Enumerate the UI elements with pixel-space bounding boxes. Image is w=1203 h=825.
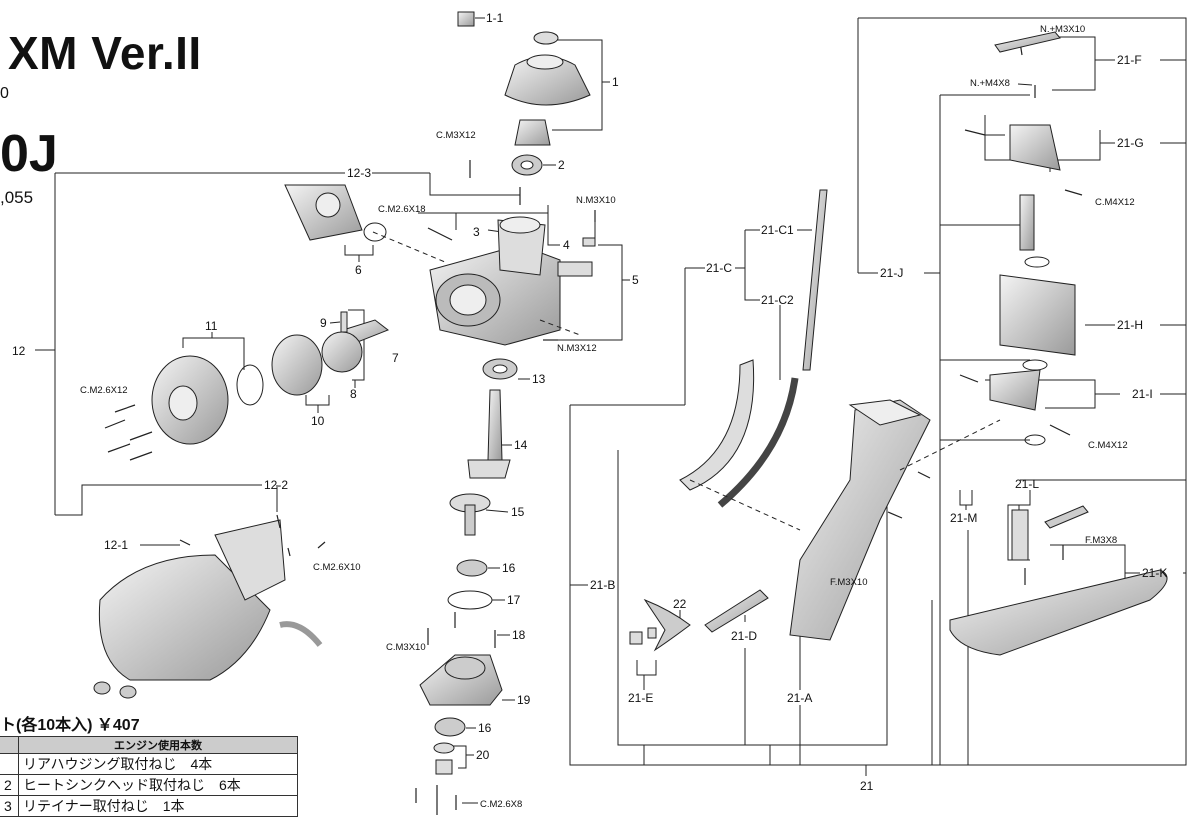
label-5: 5 <box>632 273 639 287</box>
table-row: 3 リテイナー取付ねじ 1本 <box>0 795 298 817</box>
screw-npm4x8: N.+M4X8 <box>970 78 1010 89</box>
screw-set-table: エンジン使用本数 リアハウジング取付ねじ 4本 2 ヒートシンクヘッド取付ねじ … <box>0 736 298 817</box>
label-11: 11 <box>205 319 218 333</box>
table-cell-usage: リテイナー取付ねじ 1本 <box>18 795 298 817</box>
table-row: 2 ヒートシンクヘッド取付ねじ 6本 <box>0 774 298 796</box>
label-2: 2 <box>558 158 565 172</box>
price: ,055 <box>0 188 34 207</box>
label-15: 15 <box>511 505 525 519</box>
screw-cm3x12: C.M3X12 <box>436 130 476 141</box>
label-13: 13 <box>532 372 546 386</box>
label-21-E: 21-E <box>628 691 653 705</box>
table-header-num <box>0 736 19 754</box>
screw-cm26x12: C.M2.6X12 <box>80 385 128 396</box>
label-17: 17 <box>507 593 521 607</box>
label-18: 18 <box>512 628 526 642</box>
model-title: XM Ver.II <box>8 27 202 79</box>
label-16-upper: 16 <box>502 561 516 575</box>
label-21-I: 21-I <box>1132 387 1153 401</box>
table-header-usage: エンジン使用本数 <box>18 736 298 754</box>
label-1: 1 <box>612 75 619 89</box>
table-header-row: エンジン使用本数 <box>0 736 298 754</box>
label-12: 12 <box>12 344 26 358</box>
label-21-C1: 21-C1 <box>761 223 794 237</box>
label-4: 4 <box>563 238 570 252</box>
label-14: 14 <box>514 438 528 452</box>
label-10: 10 <box>311 414 325 428</box>
label-8: 8 <box>350 387 357 401</box>
table-cell-usage: リアハウジング取付ねじ 4本 <box>18 753 298 775</box>
label-12-1: 12-1 <box>104 538 128 552</box>
screw-cm26x18: C.M2.6X18 <box>378 204 426 215</box>
screw-cm4x12-upper: C.M4X12 <box>1095 197 1135 208</box>
table-cell-num: 2 <box>0 774 19 796</box>
label-21-H: 21-H <box>1117 318 1143 332</box>
screw-cm4x12-lower: C.M4X12 <box>1088 440 1128 451</box>
screw-cm26x10: C.M2.6X10 <box>313 562 361 573</box>
label-21-G: 21-G <box>1117 136 1144 150</box>
model-code: 0 <box>0 85 9 102</box>
screw-nm3x12: N.M3X12 <box>557 343 597 354</box>
table-cell-num: 3 <box>0 795 19 817</box>
label-22: 22 <box>673 597 687 611</box>
screw-fm3x8: F.M3X8 <box>1085 535 1117 546</box>
label-21-J: 21-J <box>880 266 903 280</box>
label-20: 20 <box>476 748 490 762</box>
label-9: 9 <box>320 316 327 330</box>
screw-fm3x10: F.M3X10 <box>830 577 868 588</box>
table-cell-usage: ヒートシンクヘッド取付ねじ 6本 <box>18 774 298 796</box>
screw-set-heading: ト(各10本入) ￥407 <box>0 717 140 734</box>
label-21-C2: 21-C2 <box>761 293 794 307</box>
screw-cm3x10: C.M3X10 <box>386 642 426 653</box>
screw-nm3x10: N.M3X10 <box>576 195 616 206</box>
screw-npm3x10: N.+M3X10 <box>1040 24 1085 35</box>
table-cell-num <box>0 753 19 775</box>
screw-cm26x8: C.M2.6X8 <box>480 799 522 810</box>
label-12-2: 12-2 <box>264 478 288 492</box>
label-21-F: 21-F <box>1117 53 1142 67</box>
label-21-A: 21-A <box>787 691 812 705</box>
label-7: 7 <box>392 351 399 365</box>
label-21-C: 21-C <box>706 261 732 275</box>
label-21-B: 21-B <box>590 578 615 592</box>
label-19: 19 <box>517 693 531 707</box>
label-21: 21 <box>860 779 874 793</box>
model-number: 0J <box>0 125 58 183</box>
table-row: リアハウジング取付ねじ 4本 <box>0 753 298 775</box>
label-6: 6 <box>355 263 362 277</box>
label-12-3: 12-3 <box>347 166 371 180</box>
label-21-M: 21-M <box>950 511 977 525</box>
label-21-K: 21-K <box>1142 566 1167 580</box>
label-3: 3 <box>473 225 480 239</box>
label-1-1: 1-1 <box>486 11 504 25</box>
label-21-D: 21-D <box>731 629 757 643</box>
label-21-L: 21-L <box>1015 477 1039 491</box>
label-16-lower: 16 <box>478 721 492 735</box>
